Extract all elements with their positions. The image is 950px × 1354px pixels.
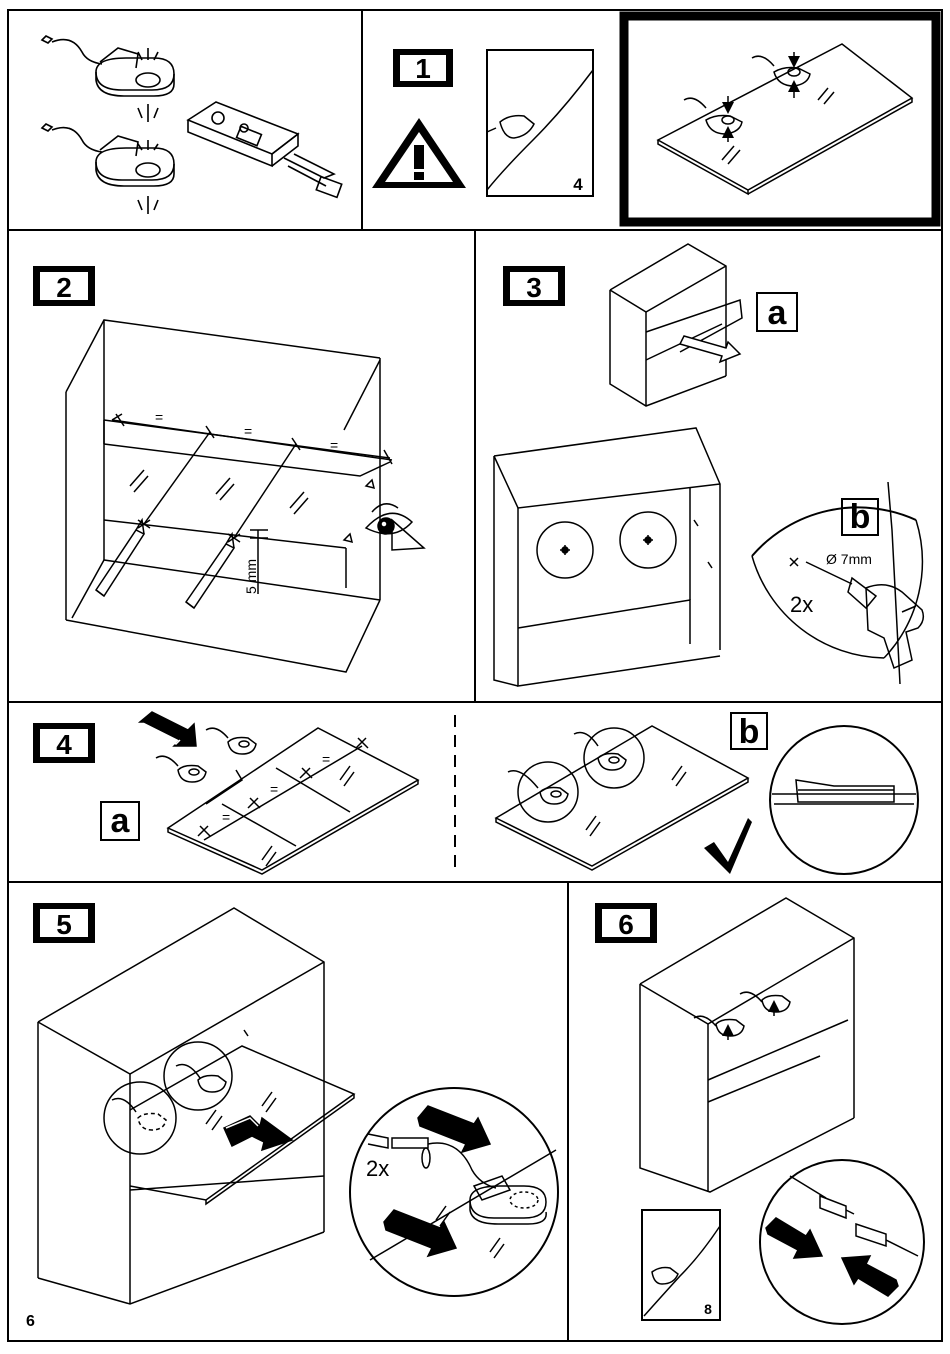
plug-count: 2x <box>366 1156 389 1181</box>
warning-icon <box>372 118 466 188</box>
step-4: 4 a <box>33 712 918 874</box>
step-1: 1 4 <box>372 49 593 196</box>
connection-detail <box>350 1088 558 1296</box>
edge-detail <box>770 726 918 874</box>
arrow-icon <box>842 1256 898 1296</box>
spacing-mark-2: = <box>244 423 252 439</box>
step-3-number: 3 <box>526 272 542 303</box>
step-6-number: 6 <box>618 909 634 940</box>
shelf-marking-drawing <box>140 712 418 874</box>
eye-icon <box>366 504 424 550</box>
cabinet-marking-drawing <box>66 320 424 672</box>
cabinet-insert-shelf <box>38 908 354 1304</box>
arrow-icon <box>140 712 196 746</box>
drill-detail <box>752 482 923 684</box>
spacing-mark-3: = <box>330 437 338 453</box>
cabinet-drill-marks <box>494 428 720 686</box>
led-spotlight-icon <box>42 124 174 214</box>
remote-control-icon <box>188 102 342 197</box>
ref-page-4: 4 <box>573 175 583 194</box>
drill-diameter: Ø 7mm <box>826 551 872 567</box>
arrow-icon <box>680 336 740 362</box>
ref-page-8: 8 <box>704 1301 712 1317</box>
components-panel <box>42 36 342 214</box>
pencil-icon <box>96 520 144 596</box>
step-5-number: 5 <box>56 909 72 940</box>
arrow-icon <box>418 1106 490 1152</box>
drill-count: 2x <box>790 592 813 617</box>
arrow-icon <box>384 1210 456 1256</box>
step-6: 6 8 <box>595 898 924 1324</box>
step-5: 5 <box>26 903 558 1330</box>
offset-label: 5 mm <box>243 559 259 594</box>
manual-page-reference: 8 <box>642 1210 720 1320</box>
led-spotlight-icon <box>42 36 174 122</box>
substep-3b: b <box>850 498 871 536</box>
shelf-preview-panel <box>624 16 936 222</box>
substep-3a: a <box>768 294 788 332</box>
spacing-mark-1: = <box>155 409 163 425</box>
step-1-number: 1 <box>415 53 431 84</box>
drill-icon <box>806 562 923 668</box>
step-2: 2 <box>33 266 424 672</box>
checkmark-icon <box>704 818 752 874</box>
cabinet-remove-shelf <box>610 244 742 406</box>
pencil-icon <box>186 534 234 608</box>
spacing-mark-5: = <box>270 781 278 797</box>
substep-4a: a <box>111 802 131 840</box>
step-4-number: 4 <box>56 729 72 760</box>
step-2-number: 2 <box>56 272 72 303</box>
cabinet-connect-lights <box>640 898 854 1192</box>
substep-4b: b <box>739 713 760 751</box>
led-spotlight-icon <box>156 756 206 782</box>
led-spotlight-icon <box>206 728 256 754</box>
spacing-mark-6: = <box>322 751 330 767</box>
manual-page-reference: 4 <box>487 50 593 196</box>
arrow-icon <box>766 1218 822 1258</box>
connector-plug-icon <box>820 1196 854 1218</box>
step-3: 3 a <box>494 244 923 686</box>
spacing-mark-4: = <box>222 809 230 825</box>
plug-connection-detail <box>760 1160 924 1324</box>
connector-plug-icon <box>856 1224 886 1246</box>
page-number: 6 <box>26 1313 35 1330</box>
